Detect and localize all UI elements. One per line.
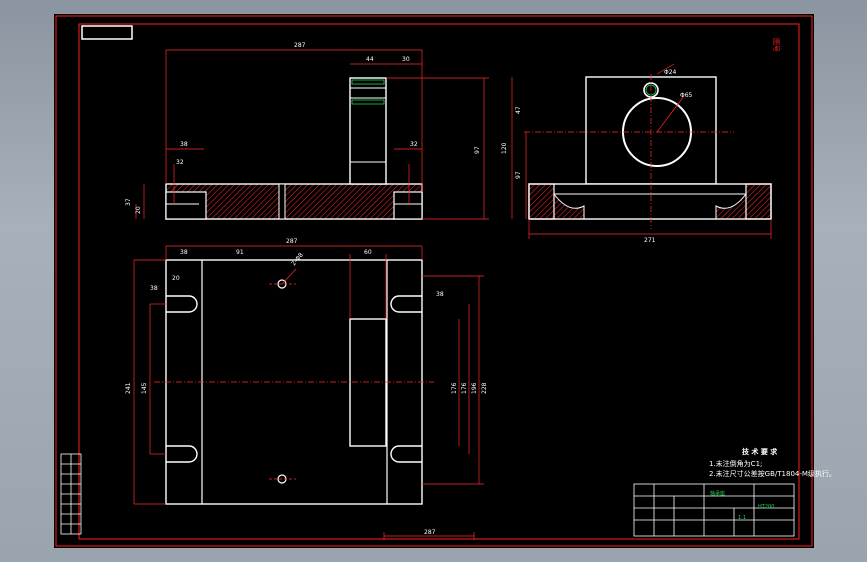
dim-top-h-l: 145 — [141, 382, 148, 394]
dim-top-mid: 60 — [364, 249, 372, 256]
dim-front-left-b: 32 — [176, 159, 184, 166]
tech-requirements-title: 技 术 要 求 — [742, 447, 778, 456]
dim-front-h-b: 20 — [135, 206, 142, 214]
drawing-number-box — [81, 25, 133, 40]
drawing-sheet: 图号 — [54, 14, 836, 548]
inner-border — [78, 23, 800, 540]
dim-front-right-c: 32 — [410, 141, 418, 148]
side-view: Φ24 Φ65 47 120 97 271 — [501, 63, 772, 244]
dim-top-width: 287 — [286, 238, 298, 245]
dim-front-h-a: 37 — [125, 198, 132, 206]
corner-mark: 图号 — [772, 38, 780, 52]
cad-drawing: 图号 — [55, 15, 836, 547]
dim-side-h1: 47 — [515, 106, 522, 114]
dim-side-h2: 120 — [501, 142, 508, 154]
dim-side-hole-small: Φ24 — [664, 69, 677, 76]
dim-bottom-total: 287 — [424, 529, 436, 536]
dim-top-h-r2: 196 — [471, 382, 478, 394]
dim-front-width: 287 — [294, 42, 306, 49]
dim-top-slot-b: 38 — [436, 291, 444, 298]
dim-top-h-r1: 176 — [461, 382, 468, 394]
dim-front-right-offset: 30 — [402, 56, 410, 63]
dim-side-h3: 97 — [515, 171, 522, 179]
dim-top-slot-w: 20 — [172, 275, 180, 282]
title-block — [633, 483, 795, 537]
dim-front-left-a: 38 — [180, 141, 188, 148]
dim-front-boss: 44 — [366, 56, 374, 63]
title-block-scale: 1:1 — [738, 515, 746, 521]
dim-side-hole-large: Φ65 — [680, 92, 693, 99]
dim-top-slot-a: 38 — [150, 285, 158, 292]
dim-top-h-total: 241 — [125, 382, 132, 394]
dim-top-left: 38 — [180, 249, 188, 256]
dim-top-left2: 91 — [236, 249, 244, 256]
outer-border — [55, 15, 813, 547]
tech-requirement-line-2: 2.未注尺寸公差按GB/T1804-M级执行。 — [709, 469, 836, 478]
bottom-dimension-line — [383, 532, 475, 540]
dim-top-h-inner: 176 — [451, 382, 458, 394]
front-view: 287 44 30 38 32 32 97 37 20 — [125, 42, 489, 220]
dim-top-h-r3: 228 — [481, 382, 488, 394]
top-view: 287 38 91 60 2-Φ8 20 38 38 241 145 176 1… — [125, 238, 488, 505]
title-block-part-name: 轴承座 — [710, 490, 725, 497]
dim-front-height: 97 — [474, 146, 481, 154]
revision-strip — [60, 453, 82, 535]
dim-side-width: 271 — [644, 237, 656, 244]
title-block-material: HT200 — [758, 504, 774, 510]
tech-requirement-line-1: 1.未注倒角为C1; — [709, 459, 762, 468]
